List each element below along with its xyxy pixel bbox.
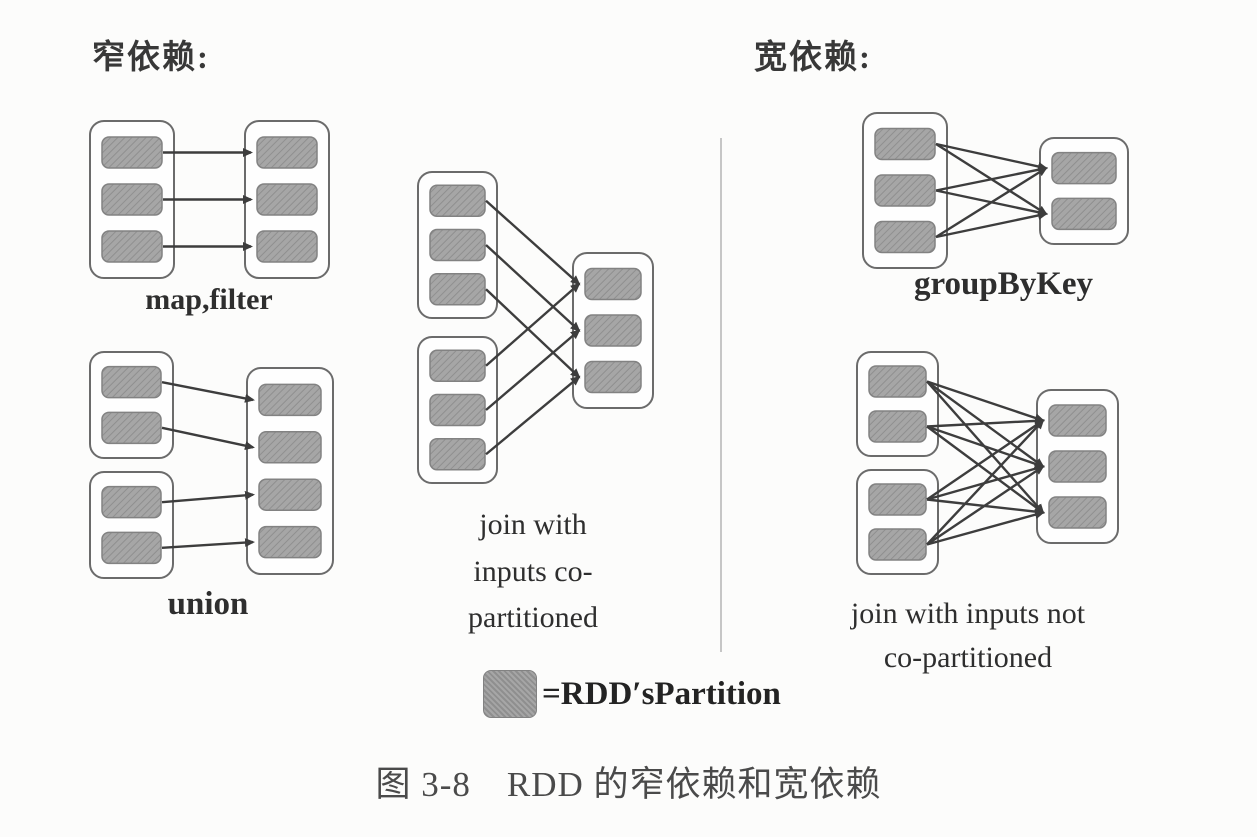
dependency-arrow xyxy=(926,419,1045,501)
dependency-arrow xyxy=(926,416,1045,428)
dependency-arrow xyxy=(485,329,581,411)
wide-dependency-heading: 宽依赖: xyxy=(754,40,872,76)
rdd-partition xyxy=(1048,496,1107,529)
dependency-arrow xyxy=(161,380,255,403)
figure-caption: 图 3-8 RDD 的窄依赖和宽依赖 xyxy=(375,765,882,804)
narrow-dependency-heading: 窄依赖: xyxy=(92,40,210,76)
rdd-partition xyxy=(101,136,163,169)
map-filter-label: map,filter xyxy=(145,283,273,316)
legend-text: =RDD′sPartition xyxy=(542,676,781,712)
rdd-partition xyxy=(874,174,936,207)
rdd-partition xyxy=(101,485,162,519)
dependency-arrow xyxy=(485,375,581,456)
dependency-arrow xyxy=(485,244,581,332)
rdd-partition xyxy=(429,228,486,262)
rdd-partition xyxy=(1051,197,1117,231)
rdd-partition xyxy=(258,478,322,511)
groupbykey-label: groupByKey xyxy=(913,266,1094,302)
legend: =RDD′sPartition xyxy=(483,670,781,718)
rdd-partition xyxy=(429,393,486,427)
dependency-arrow xyxy=(935,165,1048,192)
rdd-partition xyxy=(429,273,486,306)
rdd-partition xyxy=(584,267,642,301)
diagram-join-co-partitioned xyxy=(417,171,654,484)
diagram-union xyxy=(89,351,334,579)
partition-swatch-icon xyxy=(483,670,537,718)
rdd-partition xyxy=(868,483,927,516)
dependency-arrow xyxy=(161,538,255,550)
dependency-arrow xyxy=(161,490,255,504)
section-divider xyxy=(720,138,722,652)
rdd-partition xyxy=(101,230,163,263)
rdd-partition xyxy=(868,528,927,561)
rdd-partition xyxy=(584,314,642,347)
rdd-box xyxy=(246,367,334,575)
dependency-arrow xyxy=(935,211,1048,239)
rdd-partition xyxy=(584,360,642,394)
rdd-partition xyxy=(868,365,927,398)
rdd-partition xyxy=(101,411,162,445)
dependency-arrow xyxy=(485,199,581,286)
dependency-arrow xyxy=(485,288,581,379)
union-label: union xyxy=(167,586,249,622)
dependency-arrow xyxy=(926,380,1045,423)
rdd-partition xyxy=(101,183,163,216)
dependency-arrow xyxy=(926,425,1045,514)
dependency-arrow xyxy=(926,465,1045,546)
dependency-arrow xyxy=(926,510,1045,546)
dependency-arrow xyxy=(935,167,1048,239)
rdd-partition xyxy=(429,438,486,471)
join-not-co-partitioned-label: join with inputs not co-partitioned xyxy=(850,597,1086,674)
rdd-partition xyxy=(874,220,936,254)
rdd-partition xyxy=(429,349,486,382)
rdd-partition xyxy=(101,531,162,565)
rdd-partition xyxy=(258,525,322,559)
rdd-partition xyxy=(258,383,322,417)
rdd-partition xyxy=(1051,151,1117,185)
rdd-partition xyxy=(429,184,486,217)
dependency-arrow xyxy=(926,425,1045,469)
diagram-groupbykey xyxy=(862,112,1129,269)
diagram-join-not-co-partitioned xyxy=(856,351,1119,575)
dependency-arrow xyxy=(485,282,581,367)
rdd-partition xyxy=(1048,404,1107,437)
join-co-partitioned-label: join with inputs co- partitioned xyxy=(468,508,598,634)
rdd-partition xyxy=(1048,450,1107,483)
rdd-partition xyxy=(874,127,936,161)
rdd-partition xyxy=(256,136,318,169)
rdd-partition xyxy=(101,365,162,399)
rdd-partition xyxy=(256,230,318,263)
rdd-partition xyxy=(258,431,322,464)
dependency-arrow xyxy=(926,419,1045,546)
diagram-map-filter xyxy=(89,120,330,279)
dependency-arrow xyxy=(935,142,1048,171)
rdd-partition xyxy=(868,410,927,443)
rdd-partition xyxy=(256,183,318,216)
dependency-arrow xyxy=(161,426,255,451)
